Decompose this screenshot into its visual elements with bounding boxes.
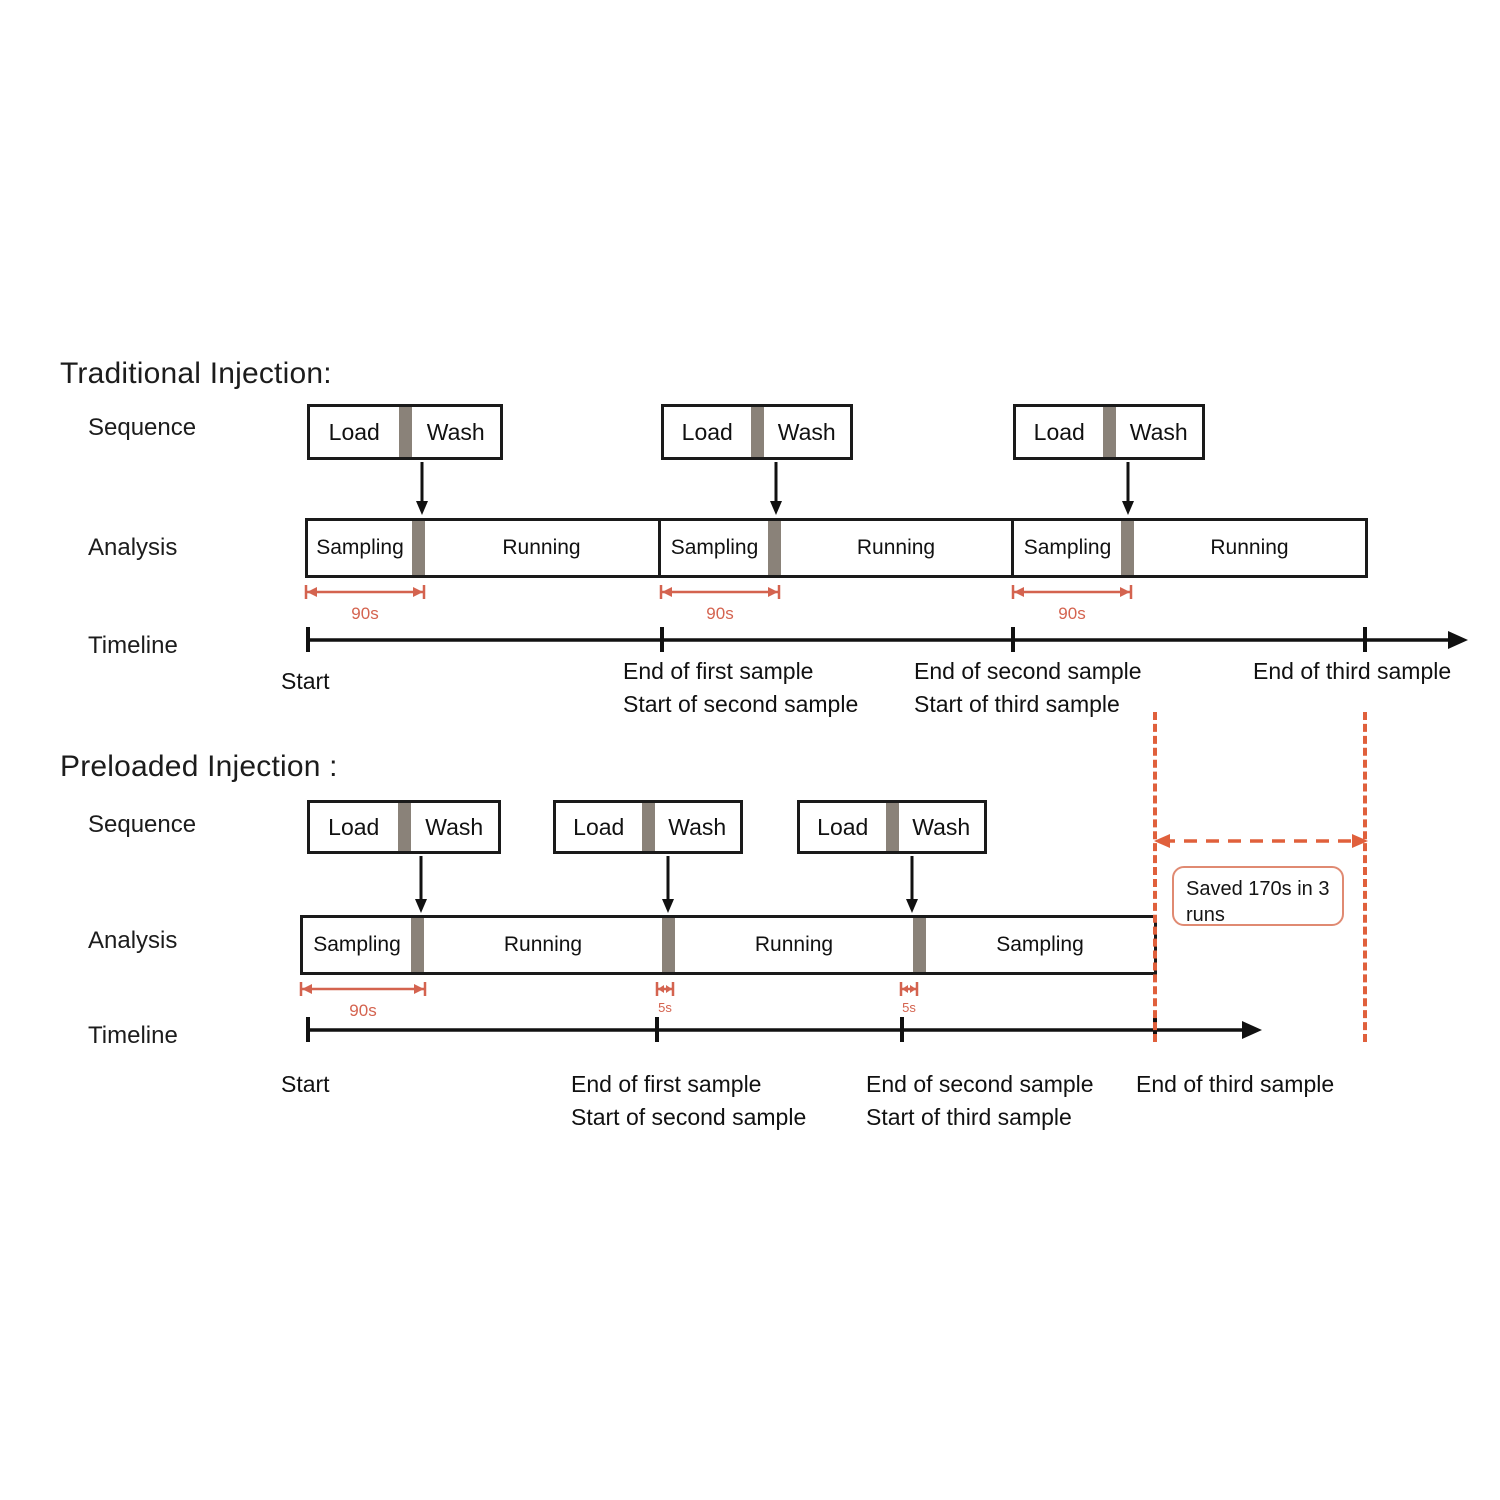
preloaded-analysis-row-label: Analysis [88, 927, 178, 954]
preloaded-timeline-row-label: Timeline [88, 1022, 178, 1049]
tick-caption-line: End of second sample [914, 658, 1142, 684]
traditional-sequence-block-1[interactable]: Load Wash [307, 404, 503, 460]
analysis-segment-running-1: Running [502, 536, 581, 559]
preloaded-tick-caption-start: Start [281, 1068, 330, 1101]
tick-caption-line: Start [281, 1071, 330, 1097]
traditional-tick-caption-2: End of second sample Start of third samp… [914, 655, 1142, 722]
tick-caption-line: End of third sample [1253, 658, 1452, 684]
preloaded-measure-1 [298, 981, 428, 997]
sequence-wash-cell: Wash [425, 813, 484, 840]
traditional-timeline-row-label: Timeline [88, 632, 178, 659]
sequence-load-cell: Load [573, 813, 625, 840]
traditional-measure-label-3: 90s [1058, 604, 1086, 623]
traditional-sequence-block-2[interactable]: Load Wash [661, 404, 853, 460]
sequence-wash-cell: Wash [426, 418, 485, 445]
traditional-sequence-row-label: Sequence [88, 414, 197, 441]
tick-caption-line: End of first sample [571, 1071, 762, 1097]
tick-caption-line: Start of third sample [914, 691, 1120, 718]
analysis-segment-sampling-2: Sampling [658, 521, 768, 575]
analysis-segment-running-2: Running [754, 933, 834, 956]
traditional-section-title: Traditional Injection: [60, 357, 332, 390]
traditional-flow-arrow-3 [1121, 462, 1135, 516]
traditional-measure-1 [303, 584, 427, 600]
analysis-divider-1 [412, 521, 425, 575]
sequence-load-cell: Load [1033, 418, 1085, 445]
traditional-flow-arrow-1 [415, 462, 429, 516]
sequence-load-cell: Load [328, 418, 380, 445]
traditional-tick-caption-1: End of first sample Start of second samp… [623, 655, 858, 722]
traditional-measure-label-1: 90s [351, 604, 379, 623]
preloaded-measure-label-3: 5s [902, 1000, 916, 1015]
tick-caption-line: End of third sample [1136, 1071, 1335, 1097]
tick-caption-line: End of first sample [623, 658, 814, 684]
saved-span-arrow [1150, 830, 1372, 852]
sequence-load-cell: Load [681, 418, 733, 445]
traditional-measure-3 [1010, 584, 1134, 600]
traditional-analysis-row-label: Analysis [88, 534, 178, 561]
preloaded-tick-caption-1: End of first sample Start of second samp… [571, 1068, 806, 1135]
tick-caption-line: Start [281, 668, 330, 694]
sequence-wash-cell: Wash [1129, 418, 1188, 445]
saved-guide-line-left [1153, 712, 1157, 1042]
preloaded-analysis-bar[interactable]: Sampling Running Running Sampling [300, 915, 1157, 975]
analysis-segment-running-3: Running [1210, 536, 1289, 559]
traditional-sequence-block-3[interactable]: Load Wash [1013, 404, 1205, 460]
sequence-divider [641, 803, 655, 851]
preloaded-timeline-axis [300, 1012, 1270, 1042]
tick-caption-line: Start of second sample [623, 691, 859, 718]
sequence-load-cell: Load [817, 813, 869, 840]
sequence-divider [397, 803, 411, 851]
analysis-segment-sampling-1: Sampling [313, 933, 401, 956]
saved-guide-line-right [1363, 712, 1367, 1042]
traditional-tick-caption-start: Start [281, 665, 330, 698]
sequence-divider [1102, 407, 1116, 457]
analysis-segment-sampling-2: Sampling [996, 933, 1084, 956]
analysis-segment-running-1: Running [503, 933, 583, 956]
preloaded-sequence-block-3[interactable]: Load Wash [797, 800, 987, 854]
analysis-segment-running-2: Running [856, 536, 936, 559]
analysis-divider-1 [411, 918, 424, 972]
analysis-divider-3 [913, 918, 926, 972]
sequence-wash-cell: Wash [777, 418, 836, 445]
traditional-flow-arrow-2 [769, 462, 783, 516]
analysis-segment-sampling-3: Sampling [1011, 521, 1121, 575]
preloaded-measure-label-2: 5s [658, 1000, 672, 1015]
traditional-measure-2 [658, 584, 782, 600]
preloaded-section-title: Preloaded Injection : [60, 750, 338, 783]
sequence-wash-cell: Wash [912, 813, 971, 840]
preloaded-tick-caption-2: End of second sample Start of third samp… [866, 1068, 1094, 1135]
traditional-measure-label-2: 90s [706, 604, 734, 623]
tick-caption-line: Start of third sample [866, 1104, 1072, 1131]
tick-caption-line: End of second sample [866, 1071, 1094, 1097]
preloaded-flow-arrow-2 [661, 856, 675, 914]
sequence-divider [398, 407, 412, 457]
preloaded-sequence-row-label: Sequence [88, 811, 197, 838]
preloaded-flow-arrow-1 [414, 856, 428, 914]
traditional-tick-caption-3: End of third sample [1253, 655, 1451, 688]
sequence-load-cell: Load [328, 813, 380, 840]
sequence-wash-cell: Wash [668, 813, 727, 840]
tick-caption-line: Start of second sample [571, 1104, 807, 1131]
analysis-segment-sampling-1: Sampling [316, 536, 404, 559]
preloaded-sequence-block-1[interactable]: Load Wash [307, 800, 501, 854]
preloaded-flow-arrow-3 [905, 856, 919, 914]
traditional-timeline-axis [300, 622, 1472, 652]
preloaded-measure-label-1: 90s [349, 1001, 377, 1020]
sequence-divider [885, 803, 899, 851]
analysis-divider-2 [662, 918, 675, 972]
saved-time-callout: Saved 170s in 3 runs [1172, 866, 1344, 926]
traditional-analysis-bar[interactable]: Sampling Running Sampling Running Sampli… [305, 518, 1368, 578]
preloaded-sequence-block-2[interactable]: Load Wash [553, 800, 743, 854]
analysis-divider-3 [1121, 521, 1134, 575]
preloaded-tick-caption-3: End of third sample [1136, 1068, 1334, 1101]
preloaded-measure-3 [899, 981, 919, 997]
sequence-divider [750, 407, 764, 457]
preloaded-measure-2 [655, 981, 675, 997]
analysis-divider-2 [768, 521, 781, 575]
